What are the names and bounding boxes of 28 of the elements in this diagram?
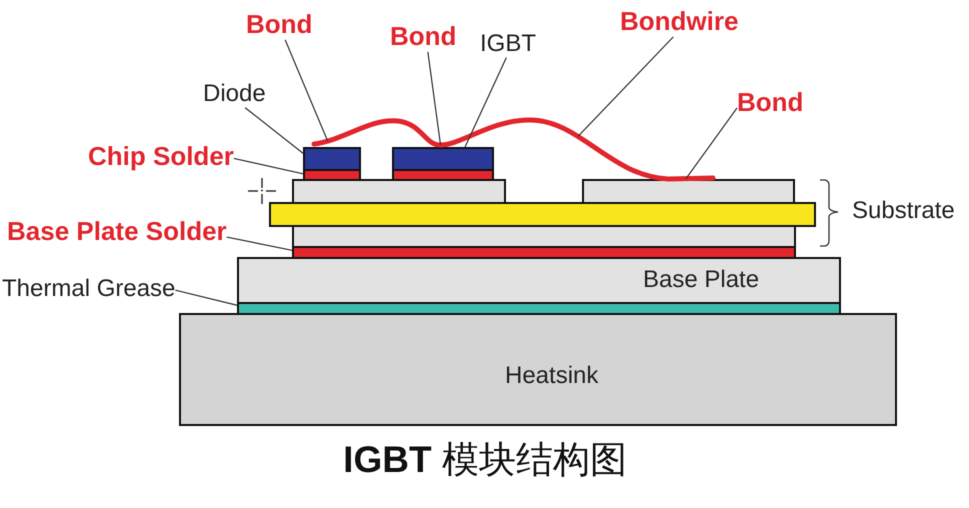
leader-line — [244, 107, 304, 154]
diode-chip — [303, 147, 361, 171]
leader-line — [284, 40, 328, 142]
part-label: Bond — [246, 10, 312, 40]
part-label: IGBT — [480, 30, 536, 58]
heatsink-block — [179, 313, 897, 426]
leader-line — [578, 36, 674, 137]
leader-line — [427, 52, 442, 146]
leader-line — [234, 158, 304, 174]
part-label: Bond — [390, 22, 456, 52]
part-label: Base Plate — [643, 266, 760, 294]
copper-pad — [292, 179, 506, 204]
copper-pad — [582, 179, 795, 204]
part-label: Substrate — [852, 197, 955, 225]
part-label: Bond — [737, 88, 804, 118]
base-plate-block — [237, 257, 841, 304]
part-label: Chip Solder — [88, 142, 234, 172]
leader-line — [226, 236, 292, 251]
part-label: Thermal Grease — [2, 275, 176, 303]
part-label: Bondwire — [620, 7, 738, 37]
caption: IGBT 模块结构图 — [343, 439, 627, 482]
copper-layer — [292, 225, 796, 248]
part-label: Base Plate Solder — [7, 217, 227, 247]
part-label: Heatsink — [505, 362, 598, 390]
leader-line — [175, 290, 238, 306]
ceramic-layer — [269, 202, 816, 227]
leader-line — [686, 108, 738, 179]
part-label: Diode — [203, 80, 266, 108]
